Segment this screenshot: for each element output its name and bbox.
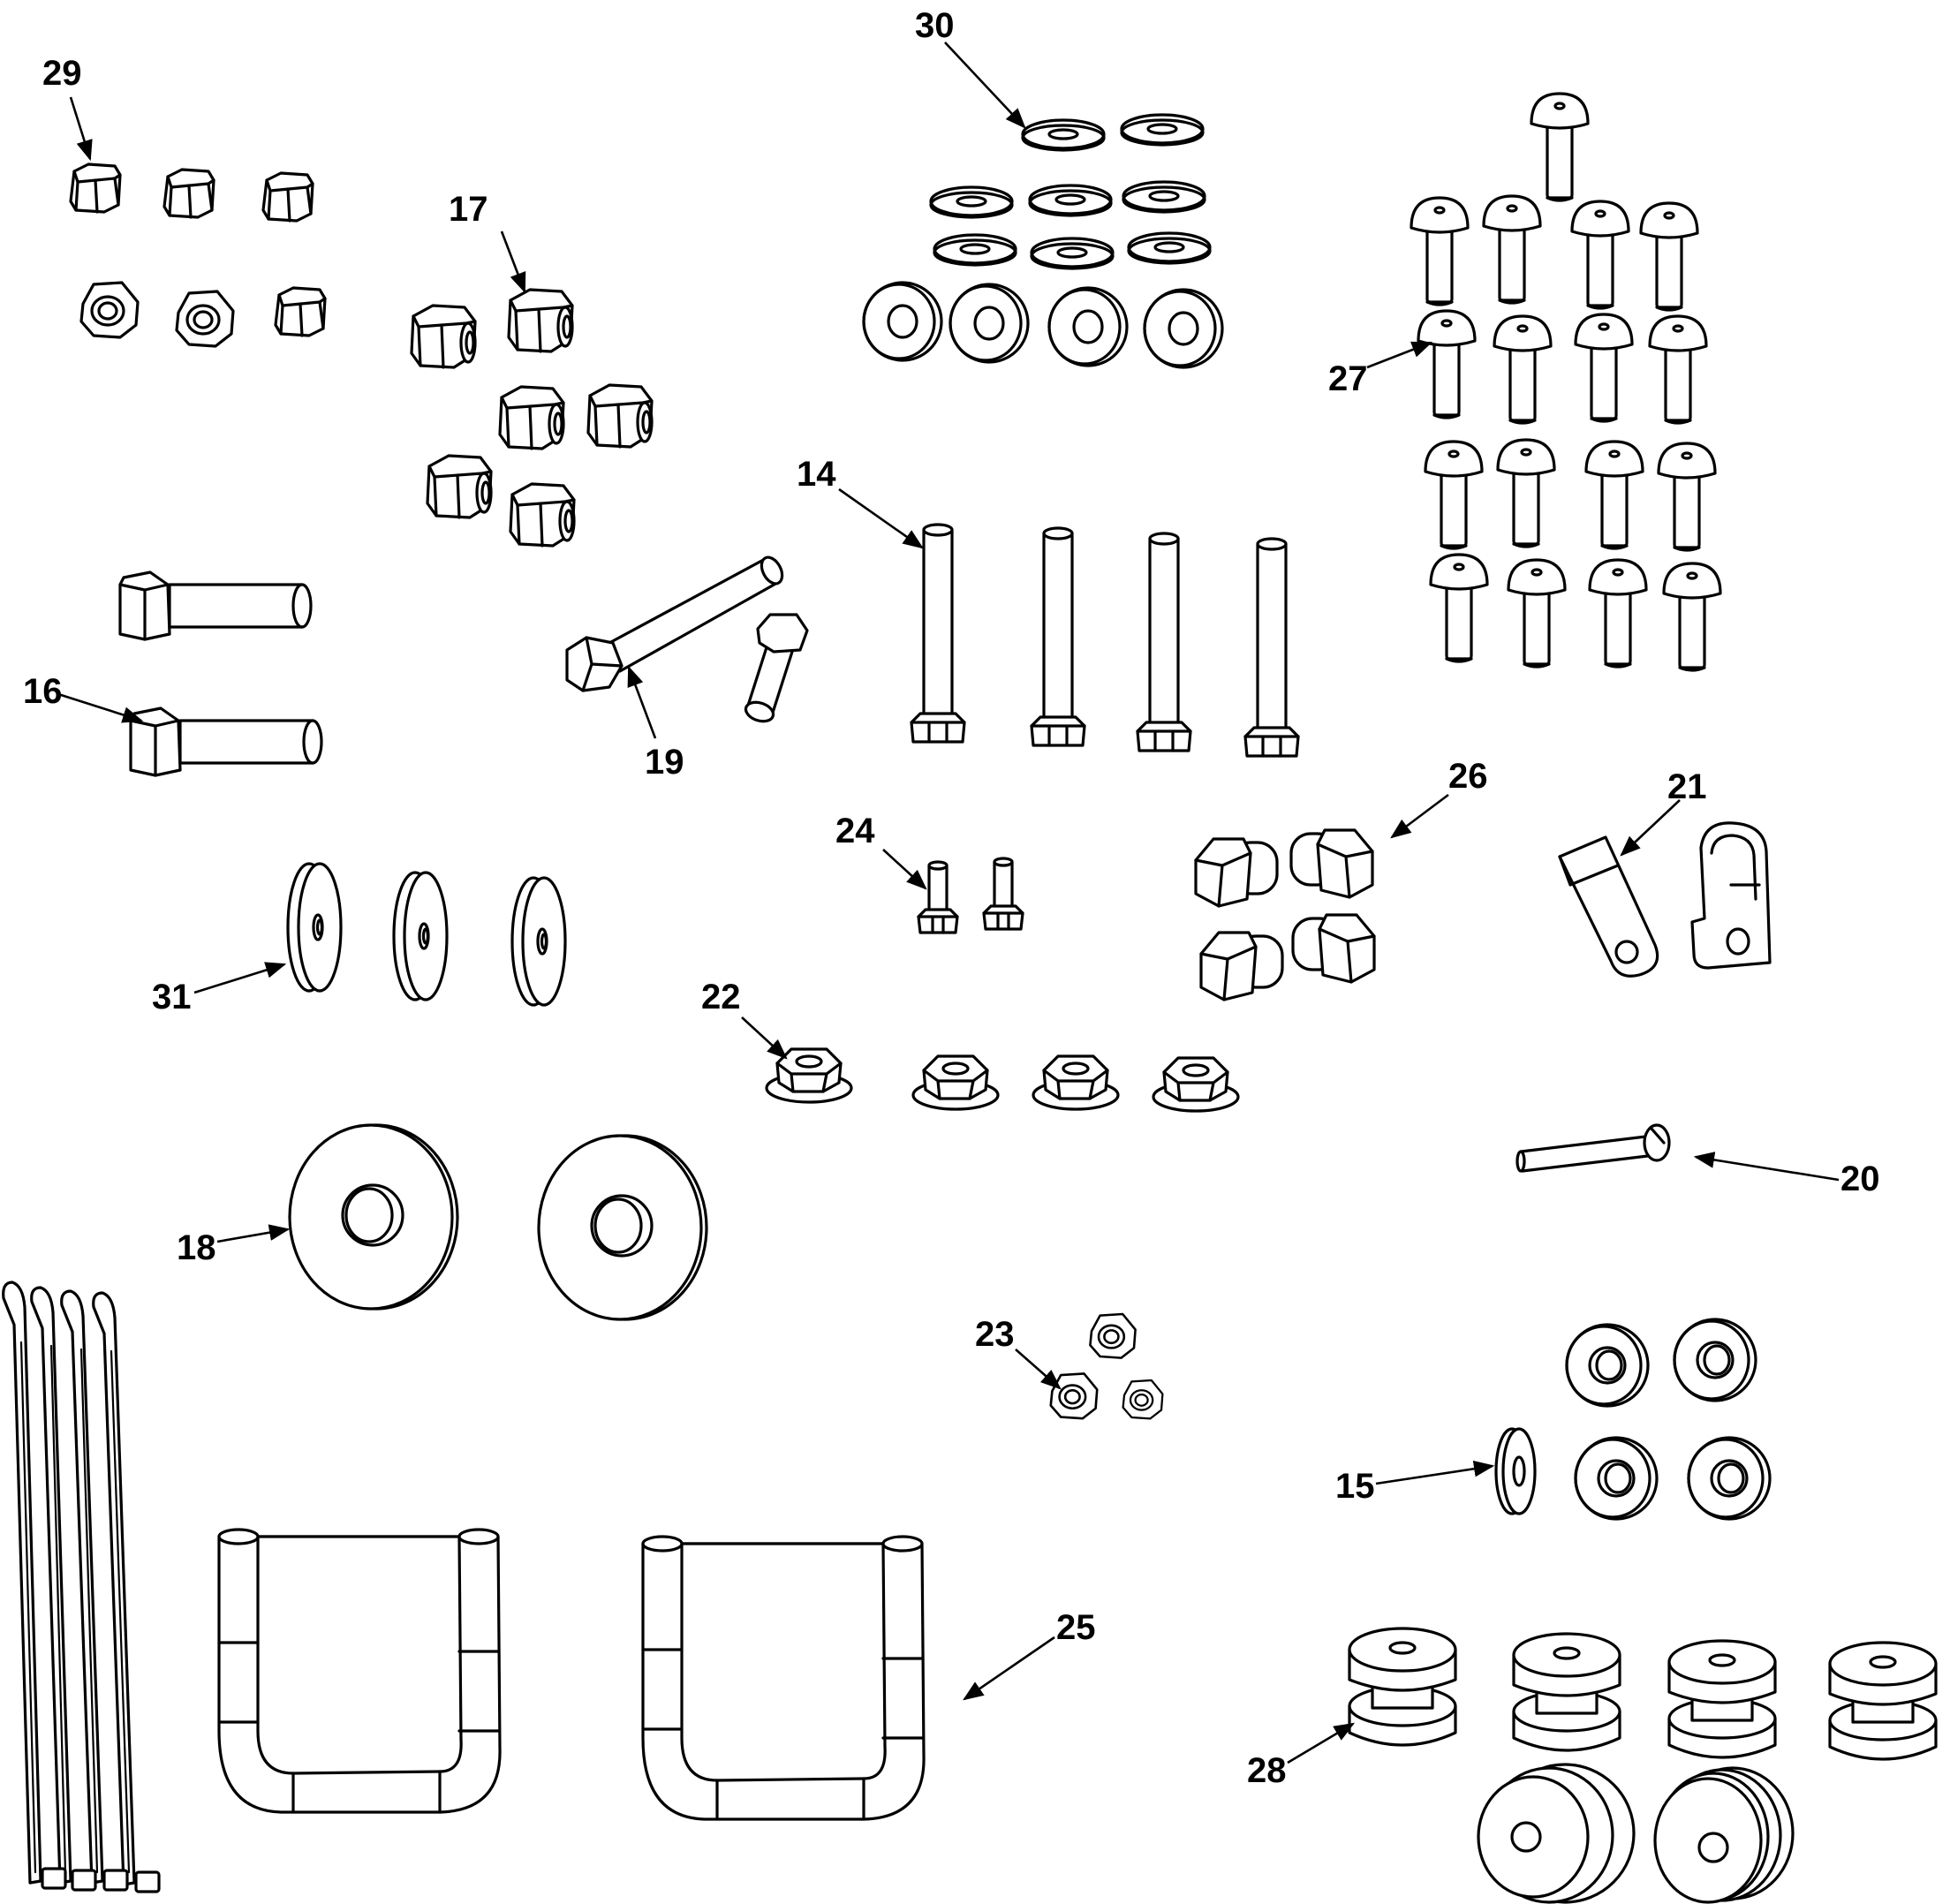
part-15-washers xyxy=(1494,1318,1772,1521)
callout-14: 14 xyxy=(797,455,924,549)
svg-text:30: 30 xyxy=(915,6,955,45)
callout-20: 20 xyxy=(1693,1152,1880,1198)
callout-27: 27 xyxy=(1328,341,1433,398)
callout-28: 28 xyxy=(1247,1722,1356,1790)
callout-25: 25 xyxy=(963,1608,1096,1701)
part-24-small-bolts xyxy=(917,857,1024,934)
callout-26: 26 xyxy=(1390,757,1488,839)
part-20-pin xyxy=(1515,1123,1671,1173)
callout-31: 31 xyxy=(152,962,287,1016)
svg-text:25: 25 xyxy=(1056,1608,1096,1647)
callout-22: 22 xyxy=(701,978,788,1060)
svg-text:18: 18 xyxy=(177,1228,216,1267)
svg-text:29: 29 xyxy=(42,54,82,93)
part-30-washers xyxy=(862,113,1224,369)
part-31-washers xyxy=(286,862,567,1007)
svg-text:20: 20 xyxy=(1840,1160,1880,1198)
svg-text:22: 22 xyxy=(701,978,741,1016)
svg-text:26: 26 xyxy=(1448,757,1488,796)
callout-17: 17 xyxy=(449,190,526,294)
part-27-button-head-screws xyxy=(1410,92,1722,672)
callout-15: 15 xyxy=(1335,1460,1495,1506)
svg-text:17: 17 xyxy=(449,190,488,229)
part-28-body-mounts xyxy=(1348,1627,1938,1904)
callout-23: 23 xyxy=(975,1315,1062,1390)
part-25-u-bolts xyxy=(217,1528,926,1821)
part-19-long-bolt xyxy=(565,555,809,723)
svg-text:15: 15 xyxy=(1335,1467,1375,1506)
part-17-hex-nuts xyxy=(410,288,654,548)
svg-text:27: 27 xyxy=(1328,359,1368,398)
callout-16: 16 xyxy=(23,672,144,723)
callout-21: 21 xyxy=(1620,767,1707,857)
svg-text:21: 21 xyxy=(1667,767,1707,806)
part-21-clamps xyxy=(1558,821,1772,978)
callout-18: 18 xyxy=(177,1224,291,1267)
part-29-nuts xyxy=(69,162,327,348)
cable-ties xyxy=(2,1281,161,1893)
svg-text:14: 14 xyxy=(797,455,836,494)
callout-24: 24 xyxy=(835,812,927,890)
svg-text:24: 24 xyxy=(835,812,875,850)
svg-text:19: 19 xyxy=(645,743,684,782)
part-23-small-nuts xyxy=(1049,1312,1164,1420)
svg-text:28: 28 xyxy=(1247,1751,1287,1790)
part-22-flange-nuts xyxy=(765,1047,1240,1113)
svg-text:23: 23 xyxy=(975,1315,1015,1354)
callout-29: 29 xyxy=(42,54,93,162)
svg-text:31: 31 xyxy=(152,978,192,1016)
svg-text:16: 16 xyxy=(23,672,63,711)
part-18-fender-washers xyxy=(288,1123,708,1321)
part-26-square-head-bolts xyxy=(1194,828,1376,1001)
callout-19: 19 xyxy=(627,665,684,782)
part-16-cap-screws xyxy=(118,570,323,777)
callout-30: 30 xyxy=(915,6,1026,129)
part-14-long-bolts xyxy=(910,523,1300,758)
